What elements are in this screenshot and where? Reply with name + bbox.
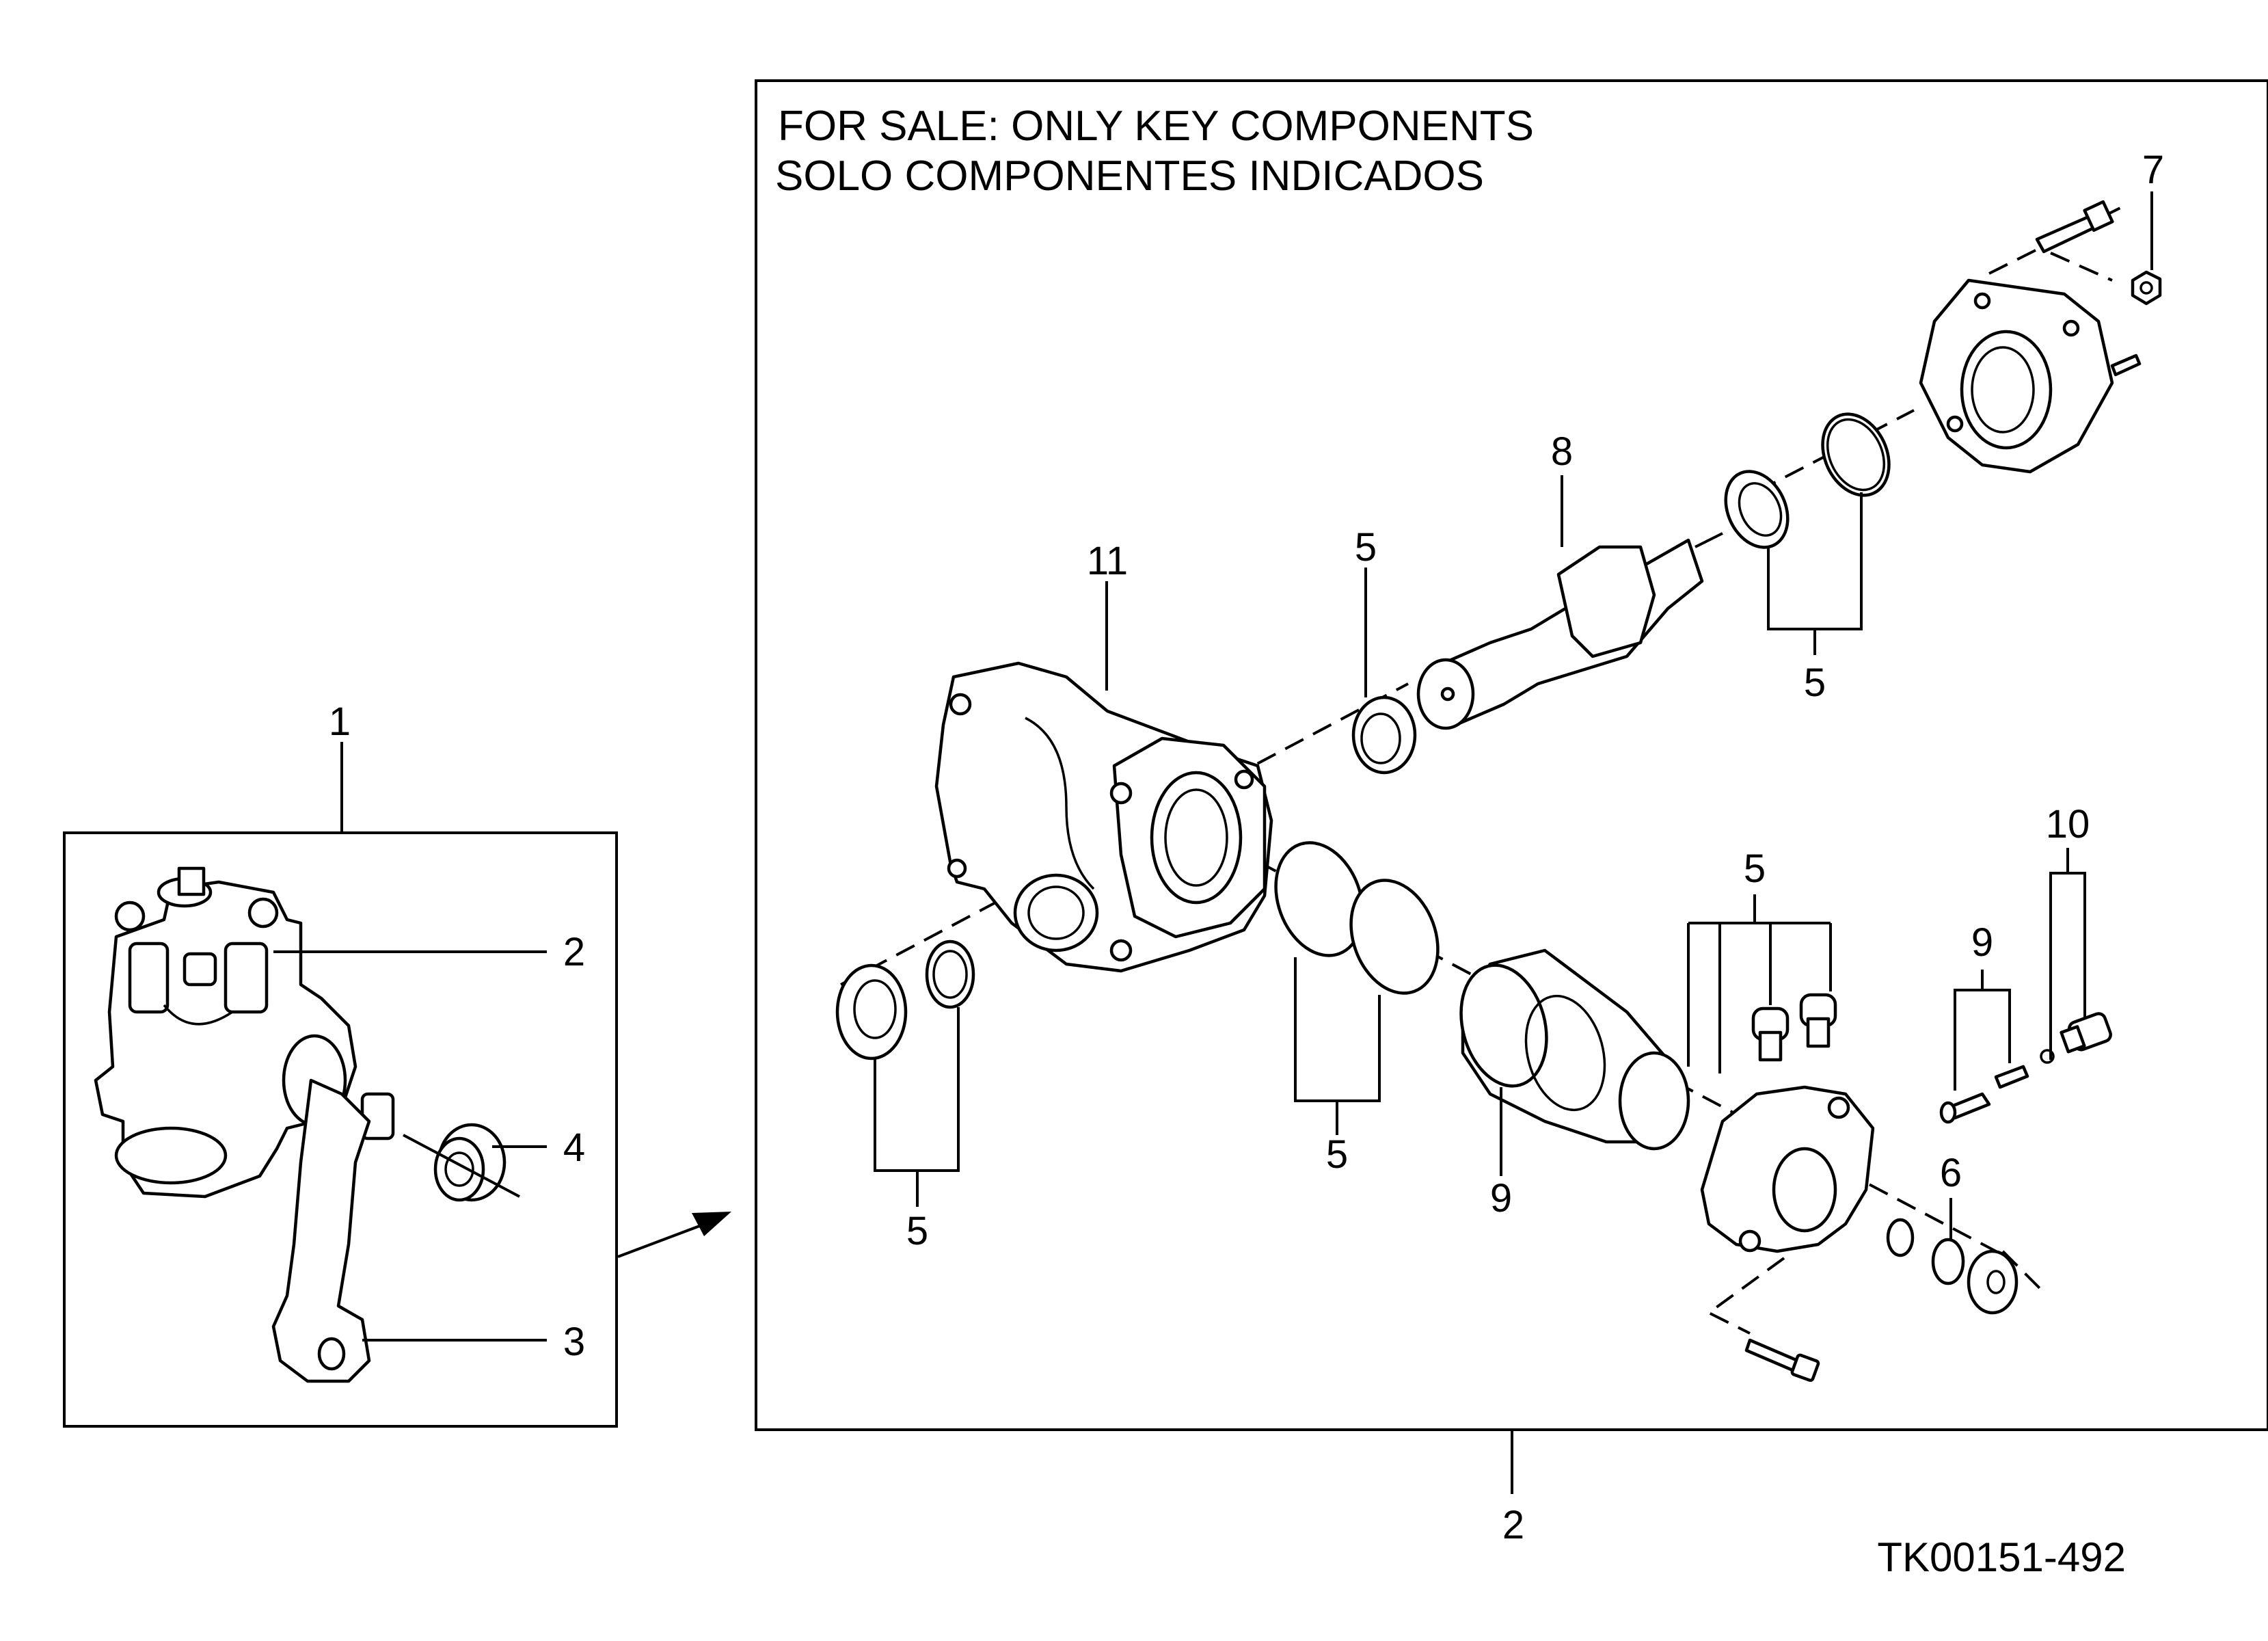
small-screw [2110,353,2142,377]
callout-3: 3 [563,1320,585,1364]
callout-1: 1 [329,699,351,744]
part-9-bolt [1994,1065,2029,1089]
callout-4: 4 [563,1125,585,1170]
callout-2-big: 2 [1502,1503,1524,1547]
oring-2 [1349,879,1440,995]
washer-small [1886,1218,1915,1257]
callout-9-piston: 9 [1490,1176,1512,1220]
side-cover [1919,278,2114,474]
part-9-piston [1459,948,1690,1151]
callout-6: 6 [1940,1151,1962,1195]
callout-7: 7 [2142,148,2164,192]
header-line-2: SOLO COMPONENTES INDICADOS [775,152,1484,200]
callout-10: 10 [2046,802,2090,846]
callout-5-top: 5 [1355,525,1377,570]
part-10-fitting [2060,1012,2112,1054]
part-8-shaft [1416,532,1723,730]
bolt-bottom [1744,1338,1800,1373]
seal-upper-right-2 [1821,412,1891,497]
callout-9-small: 9 [1971,920,1993,965]
part-6-washer [1931,1238,1965,1285]
pointer-arrow [617,1212,731,1258]
valve-body [1700,1085,1875,1253]
callout-11: 11 [1087,539,1128,583]
cap [1967,1249,2019,1315]
callout-5-left: 5 [906,1209,928,1253]
callout-2-small: 2 [563,930,585,974]
steering-gear-assembly [94,866,520,1383]
plug-1 [1751,1006,1790,1062]
oring-1 [1274,841,1364,957]
callout-5-oring: 5 [1326,1132,1348,1177]
part-7-nut [2131,270,2162,306]
seal-top [1351,695,1417,775]
callout-5-upper-right: 5 [1804,661,1826,705]
callout-5-valve: 5 [1744,846,1766,891]
header-line-1: FOR SALE: ONLY KEY COMPONENTS [778,103,1534,150]
plug-2 [1799,993,1837,1048]
bolt-top [2035,200,2114,254]
callout-8: 8 [1551,429,1573,474]
part-11-housing [934,661,1273,973]
reference-code: TK00151-492 [1877,1534,2126,1580]
